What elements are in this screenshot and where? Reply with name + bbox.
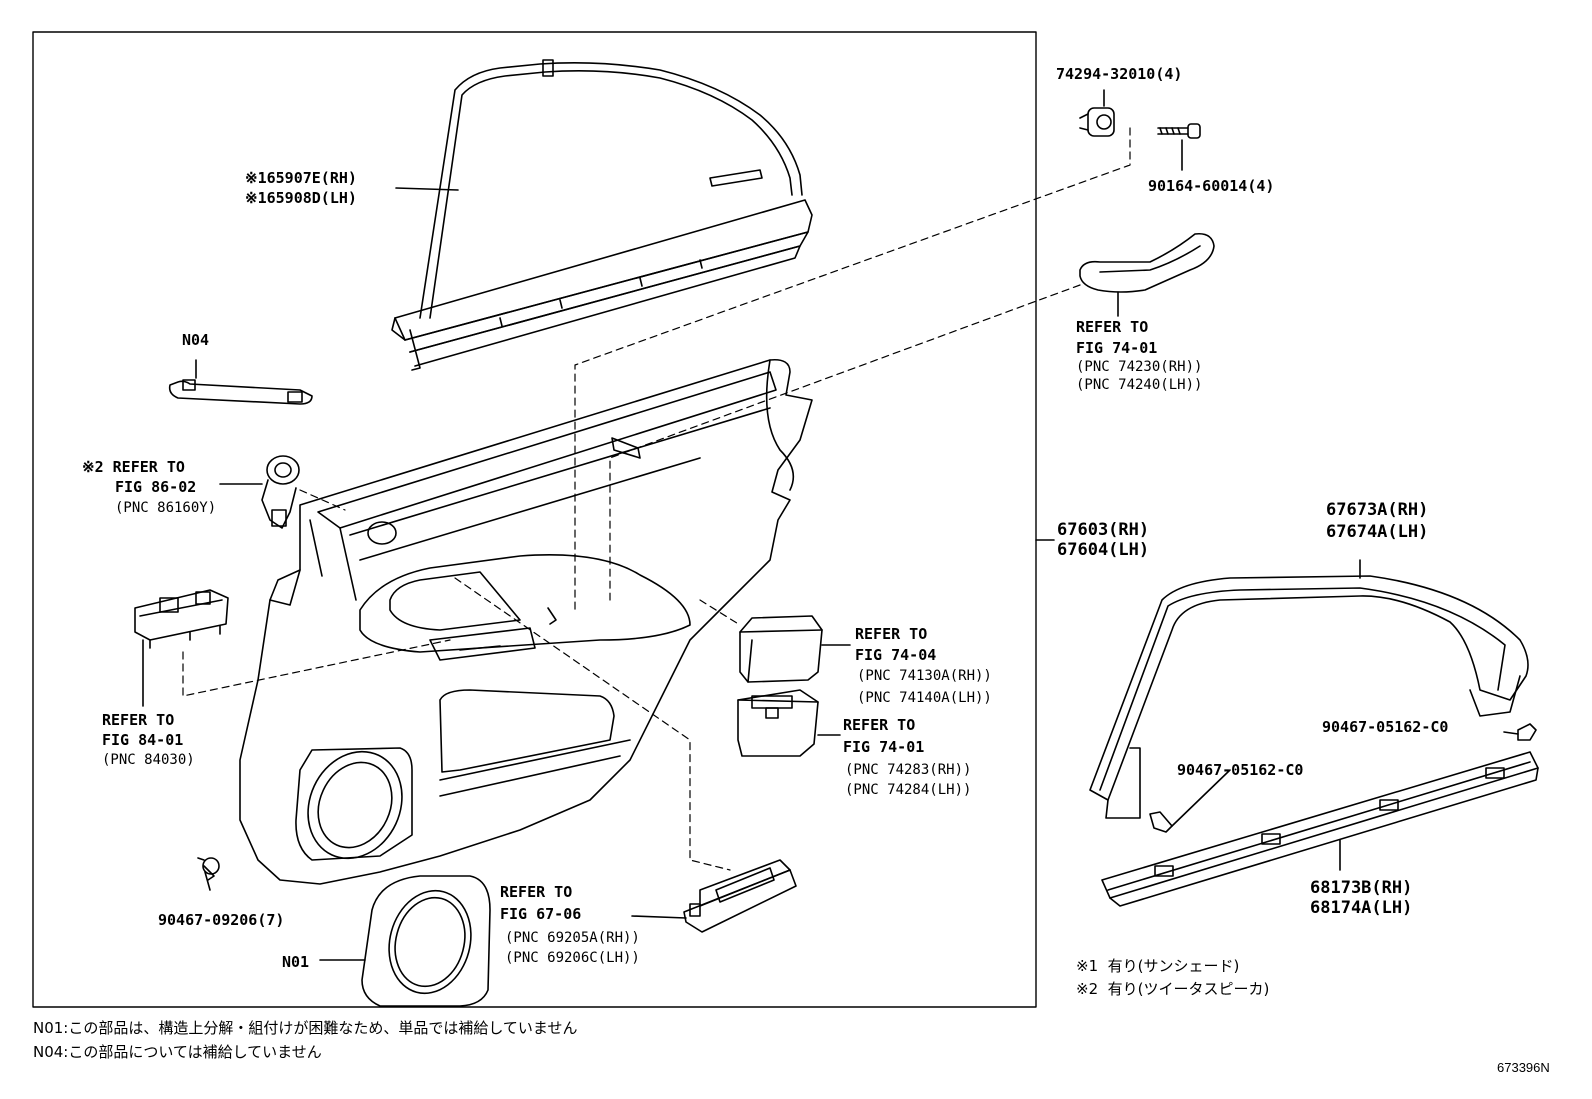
handle-ref-line2: FIG 67-06 — [500, 905, 582, 923]
fig7401-pocket-ref-line2: FIG 74-01 — [843, 738, 925, 756]
fig7404-ref-line3: (PNC 74130A(RH)) — [857, 668, 992, 684]
fig7401-pocket-ref-line3: (PNC 74283(RH)) — [845, 762, 972, 778]
inner-handle-drawing — [631, 859, 797, 933]
fig84-ref-line2: FIG 84-01 — [102, 731, 184, 749]
switch-base-drawing — [134, 589, 229, 707]
fig84-ref-line3: (PNC 84030) — [102, 752, 195, 768]
figure-code: 673396N — [1497, 1060, 1550, 1075]
belt-moulding-part-rh: 68173B(RH) — [1310, 878, 1413, 898]
fig7404-ref-line2: FIG 74-04 — [855, 646, 937, 664]
leader-lines — [395, 187, 1055, 541]
fig7404-ref-line1: REFER TO — [855, 625, 928, 643]
screw-top-label: 90164-60014(4) — [1148, 177, 1275, 195]
handle-ref-line1: REFER TO — [500, 883, 573, 901]
weatherstrip-part-lh: 67674A(LH) — [1326, 522, 1429, 542]
clip-mid-label: 90467-05162-C0 — [1177, 761, 1304, 779]
clip-right-label: 90467-05162-C0 — [1322, 718, 1449, 736]
door-panel-part-rh: 67603(RH) — [1057, 520, 1150, 540]
glass-part-number-lh: ※165908D(LH) — [245, 189, 357, 207]
top-clip-drawing — [1079, 89, 1115, 137]
fig7401-pocket-ref-line1: REFER TO — [843, 716, 916, 734]
grip-ref-line1: REFER TO — [1076, 318, 1149, 336]
fig7404-ref-line4: (PNC 74140A(LH)) — [857, 690, 992, 706]
speaker-ref-line2: FIG 86-02 — [115, 478, 197, 496]
clip-mid-drawing — [1149, 769, 1231, 833]
main-frame — [32, 31, 1037, 1008]
dashed-projection-lines — [182, 127, 1131, 871]
clip-top-label: 74294-32010(4) — [1056, 65, 1183, 83]
pocket-upper-drawing — [739, 615, 851, 683]
handle-ref-line3: (PNC 69205A(RH)) — [505, 930, 640, 946]
weatherstrip-part-rh: 67673A(RH) — [1326, 500, 1429, 520]
fig7401-pocket-ref-line4: (PNC 74284(LH)) — [845, 782, 972, 798]
belt-moulding-part-lh: 68174A(LH) — [1310, 898, 1413, 918]
grip-ref-line3: (PNC 74230(RH)) — [1076, 359, 1203, 375]
grip-ref-line2: FIG 74-01 — [1076, 339, 1158, 357]
speaker-ref-line1: ※2 REFER TO — [82, 458, 185, 476]
n04-label: N04 — [182, 331, 210, 349]
weatherstrip-drawing — [1089, 559, 1529, 819]
assist-grip-drawing — [1079, 232, 1215, 317]
fig84-ref-line1: REFER TO — [102, 711, 175, 729]
legend-note-1: ※1 有り(サンシェード) — [1076, 957, 1240, 975]
door-trim-panel-drawing — [239, 358, 813, 885]
n04-wire-drawing — [168, 359, 313, 405]
tweeter-speaker-drawing — [219, 455, 300, 529]
footnote-n04: N04:この部品については補給していません — [33, 1043, 322, 1061]
pocket-lower-drawing — [737, 689, 841, 757]
speaker-ref-line3: (PNC 86160Y) — [115, 500, 217, 516]
legend-note-2: ※2 有り(ツイータスピーカ) — [1076, 980, 1270, 998]
handle-ref-line4: (PNC 69206C(LH)) — [505, 950, 640, 966]
top-screw-drawing — [1157, 123, 1201, 171]
footnote-n01: N01:この部品は、構造上分解・組付けが困難なため、単品では補給していません — [33, 1019, 578, 1037]
belt-moulding-drawing — [1101, 751, 1539, 907]
door-panel-part-lh: 67604(LH) — [1057, 540, 1150, 560]
clip-right-drawing — [1503, 723, 1537, 741]
clip-left-drawing — [197, 857, 220, 891]
n01-label: N01 — [282, 953, 310, 971]
sunshade-assembly-drawing — [391, 59, 813, 371]
clip-left-label: 90467-09206(7) — [158, 911, 285, 929]
grip-ref-line4: (PNC 74240(LH)) — [1076, 377, 1203, 393]
speaker-grille-drawing — [319, 875, 491, 1007]
glass-part-number-rh: ※165907E(RH) — [245, 169, 357, 187]
